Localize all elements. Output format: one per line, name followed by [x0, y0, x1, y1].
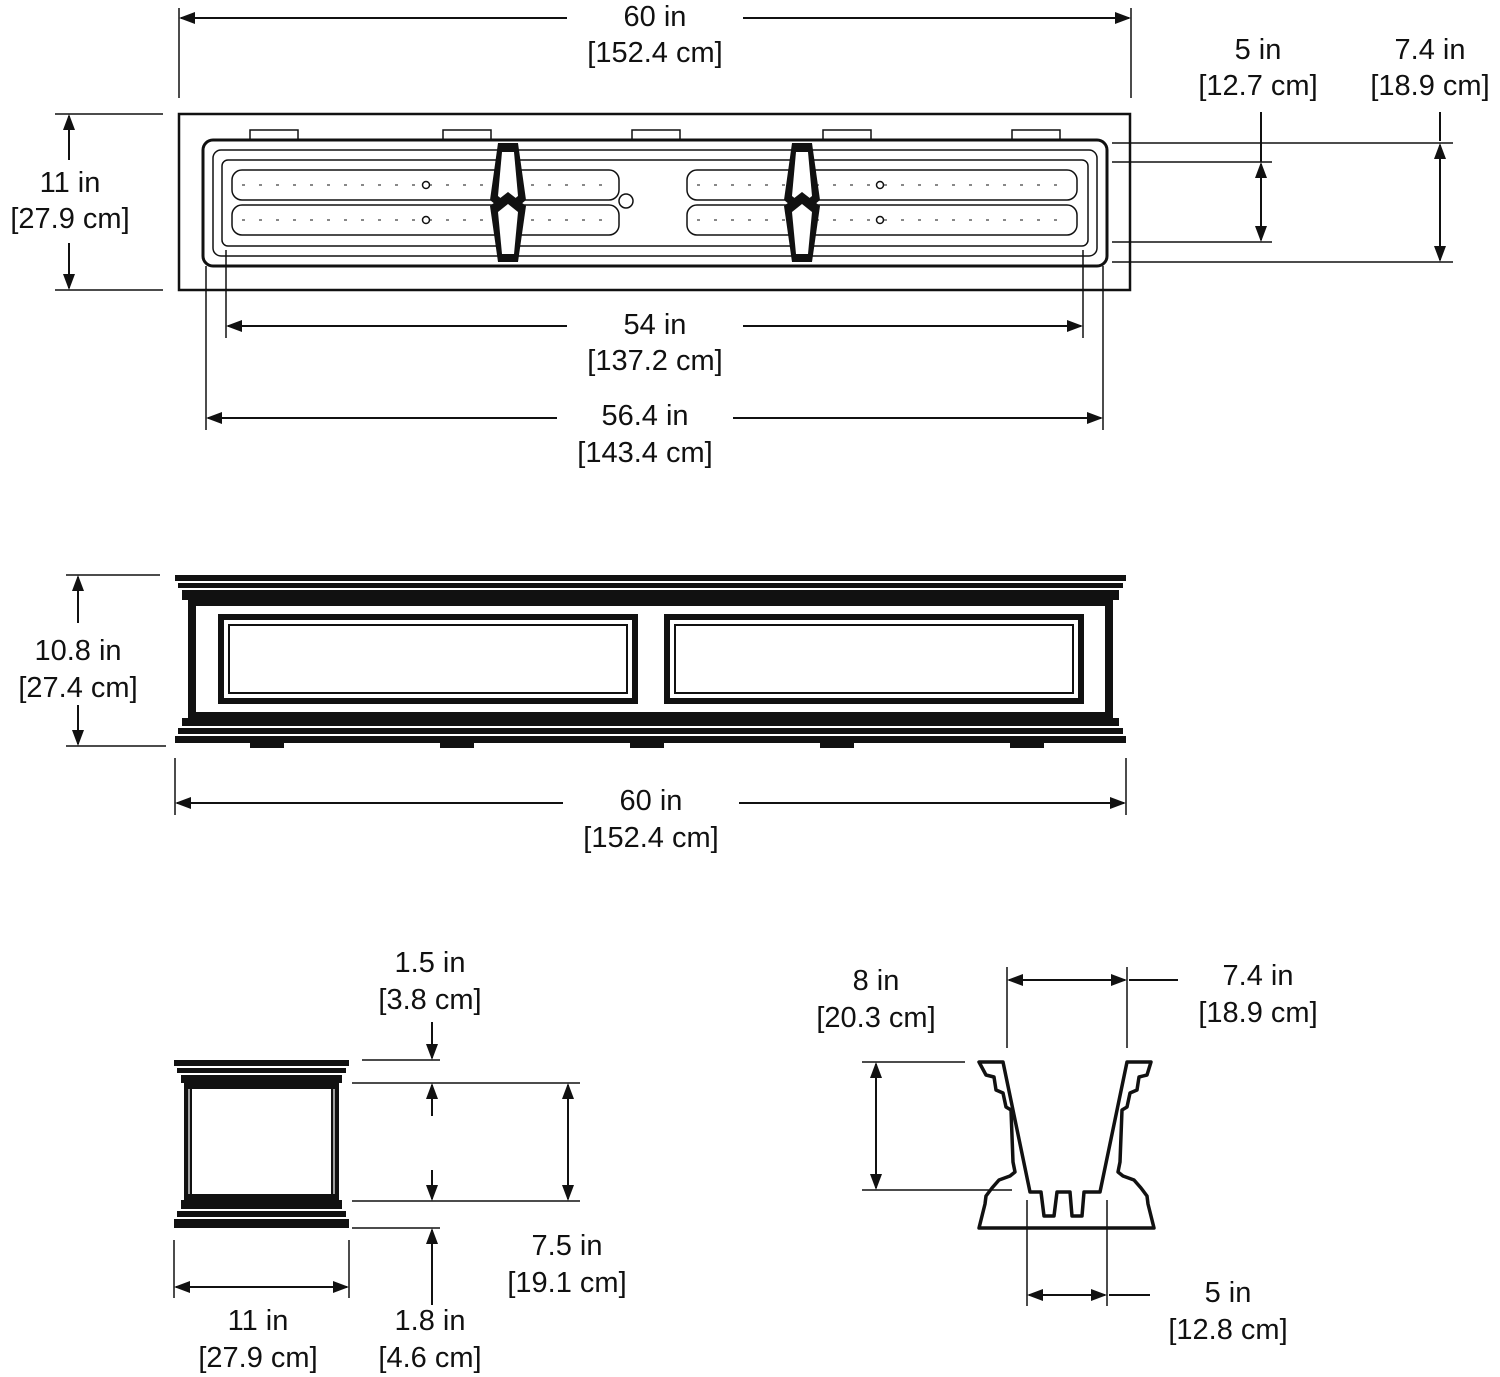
- dim-top-inner-length-in: 54 in: [624, 309, 687, 341]
- dim-section-depth-in: 8 in: [853, 965, 900, 997]
- dim-section-top-width: 7.4 in [18.9 cm]: [1006, 960, 1318, 1048]
- dim-top-overall-length-cm: [152.4 cm]: [587, 37, 722, 69]
- dim-front-height-cm: [27.4 cm]: [18, 672, 137, 704]
- dim-side-cap-height-in: 1.5 in: [395, 947, 466, 979]
- dim-top-overall-length-in: 60 in: [624, 1, 687, 33]
- dim-top-depth-in: 11 in: [40, 167, 101, 199]
- top-view-liner: [201, 138, 1109, 268]
- dim-top-liner-length-cm: [143.4 cm]: [577, 437, 712, 469]
- dim-side-width: 11 in [27.9 cm]: [173, 1240, 350, 1374]
- dim-top-liner-length-in: 56.4 in: [601, 400, 688, 432]
- dim-side-base-height-cm: [4.6 cm]: [378, 1342, 481, 1374]
- drain-plug-icon: [618, 193, 634, 209]
- dim-side-cap-height: 1.5 in [3.8 cm]: [378, 947, 482, 1116]
- dim-front-length-in: 60 in: [620, 785, 683, 817]
- dim-front-length: 60 in [152.4 cm]: [174, 758, 1127, 854]
- top-view: 60 in [152.4 cm] 11 in [27.9 cm] 5 in [1…: [10, 1, 1489, 469]
- dim-side-base-height-in: 1.8 in: [395, 1305, 466, 1337]
- dim-side-panel-height: 7.5 in [19.1 cm]: [507, 1083, 627, 1299]
- dim-top-top-width-cm: [18.9 cm]: [1370, 70, 1489, 102]
- dim-section-depth-cm: [20.3 cm]: [816, 1002, 935, 1034]
- front-view: 10.8 in [27.4 cm] 60 in [152.4 cm]: [18, 574, 1127, 854]
- dim-section-bottom-width-in: 5 in: [1205, 1277, 1252, 1309]
- top-view-ribs: [490, 143, 820, 262]
- dim-side-width-cm: [27.9 cm]: [198, 1342, 317, 1374]
- dim-top-bottom-width-in: 5 in: [1235, 34, 1282, 66]
- dim-top-overall-length: 60 in [152.4 cm]: [178, 1, 1132, 98]
- dim-side-base-height: 1.8 in [4.6 cm]: [378, 1170, 482, 1374]
- dim-side-cap-height-cm: [3.8 cm]: [378, 984, 481, 1016]
- dim-top-depth: 11 in [27.9 cm]: [10, 113, 163, 291]
- dim-top-top-width: 7.4 in [18.9 cm]: [1112, 34, 1490, 263]
- dim-front-height: 10.8 in [27.4 cm]: [18, 574, 166, 747]
- dim-top-top-width-in: 7.4 in: [1395, 34, 1466, 66]
- dim-front-height-in: 10.8 in: [34, 635, 121, 667]
- dim-top-liner-length: 56.4 in [143.4 cm]: [205, 266, 1104, 469]
- dim-front-length-cm: [152.4 cm]: [583, 822, 718, 854]
- dim-section-bottom-width: 5 in [12.8 cm]: [1026, 1200, 1288, 1346]
- side-view: 1.5 in [3.8 cm] 1.8 in [4.6 cm] 7.5 in […: [173, 947, 627, 1374]
- dim-side-panel-height-in: 7.5 in: [532, 1230, 603, 1262]
- liner-section-outline: [977, 1060, 1156, 1230]
- dim-section-top-width-in: 7.4 in: [1223, 960, 1294, 992]
- dim-section-top-width-cm: [18.9 cm]: [1198, 997, 1317, 1029]
- dim-side-panel-height-cm: [19.1 cm]: [507, 1267, 626, 1299]
- dim-side-width-in: 11 in: [228, 1305, 289, 1337]
- dim-section-bottom-width-cm: [12.8 cm]: [1168, 1314, 1287, 1346]
- dim-top-inner-length-cm: [137.2 cm]: [587, 345, 722, 377]
- dim-top-depth-cm: [27.9 cm]: [10, 203, 129, 235]
- dim-top-bottom-width-cm: [12.7 cm]: [1198, 70, 1317, 102]
- dim-top-bottom-width: 5 in [12.7 cm]: [1112, 34, 1318, 243]
- dim-section-depth: 8 in [20.3 cm]: [816, 965, 1012, 1191]
- dim-top-inner-length: 54 in [137.2 cm]: [225, 250, 1084, 377]
- section-view: 8 in [20.3 cm] 7.4 in [18.9 cm] 5 in [12…: [816, 960, 1317, 1346]
